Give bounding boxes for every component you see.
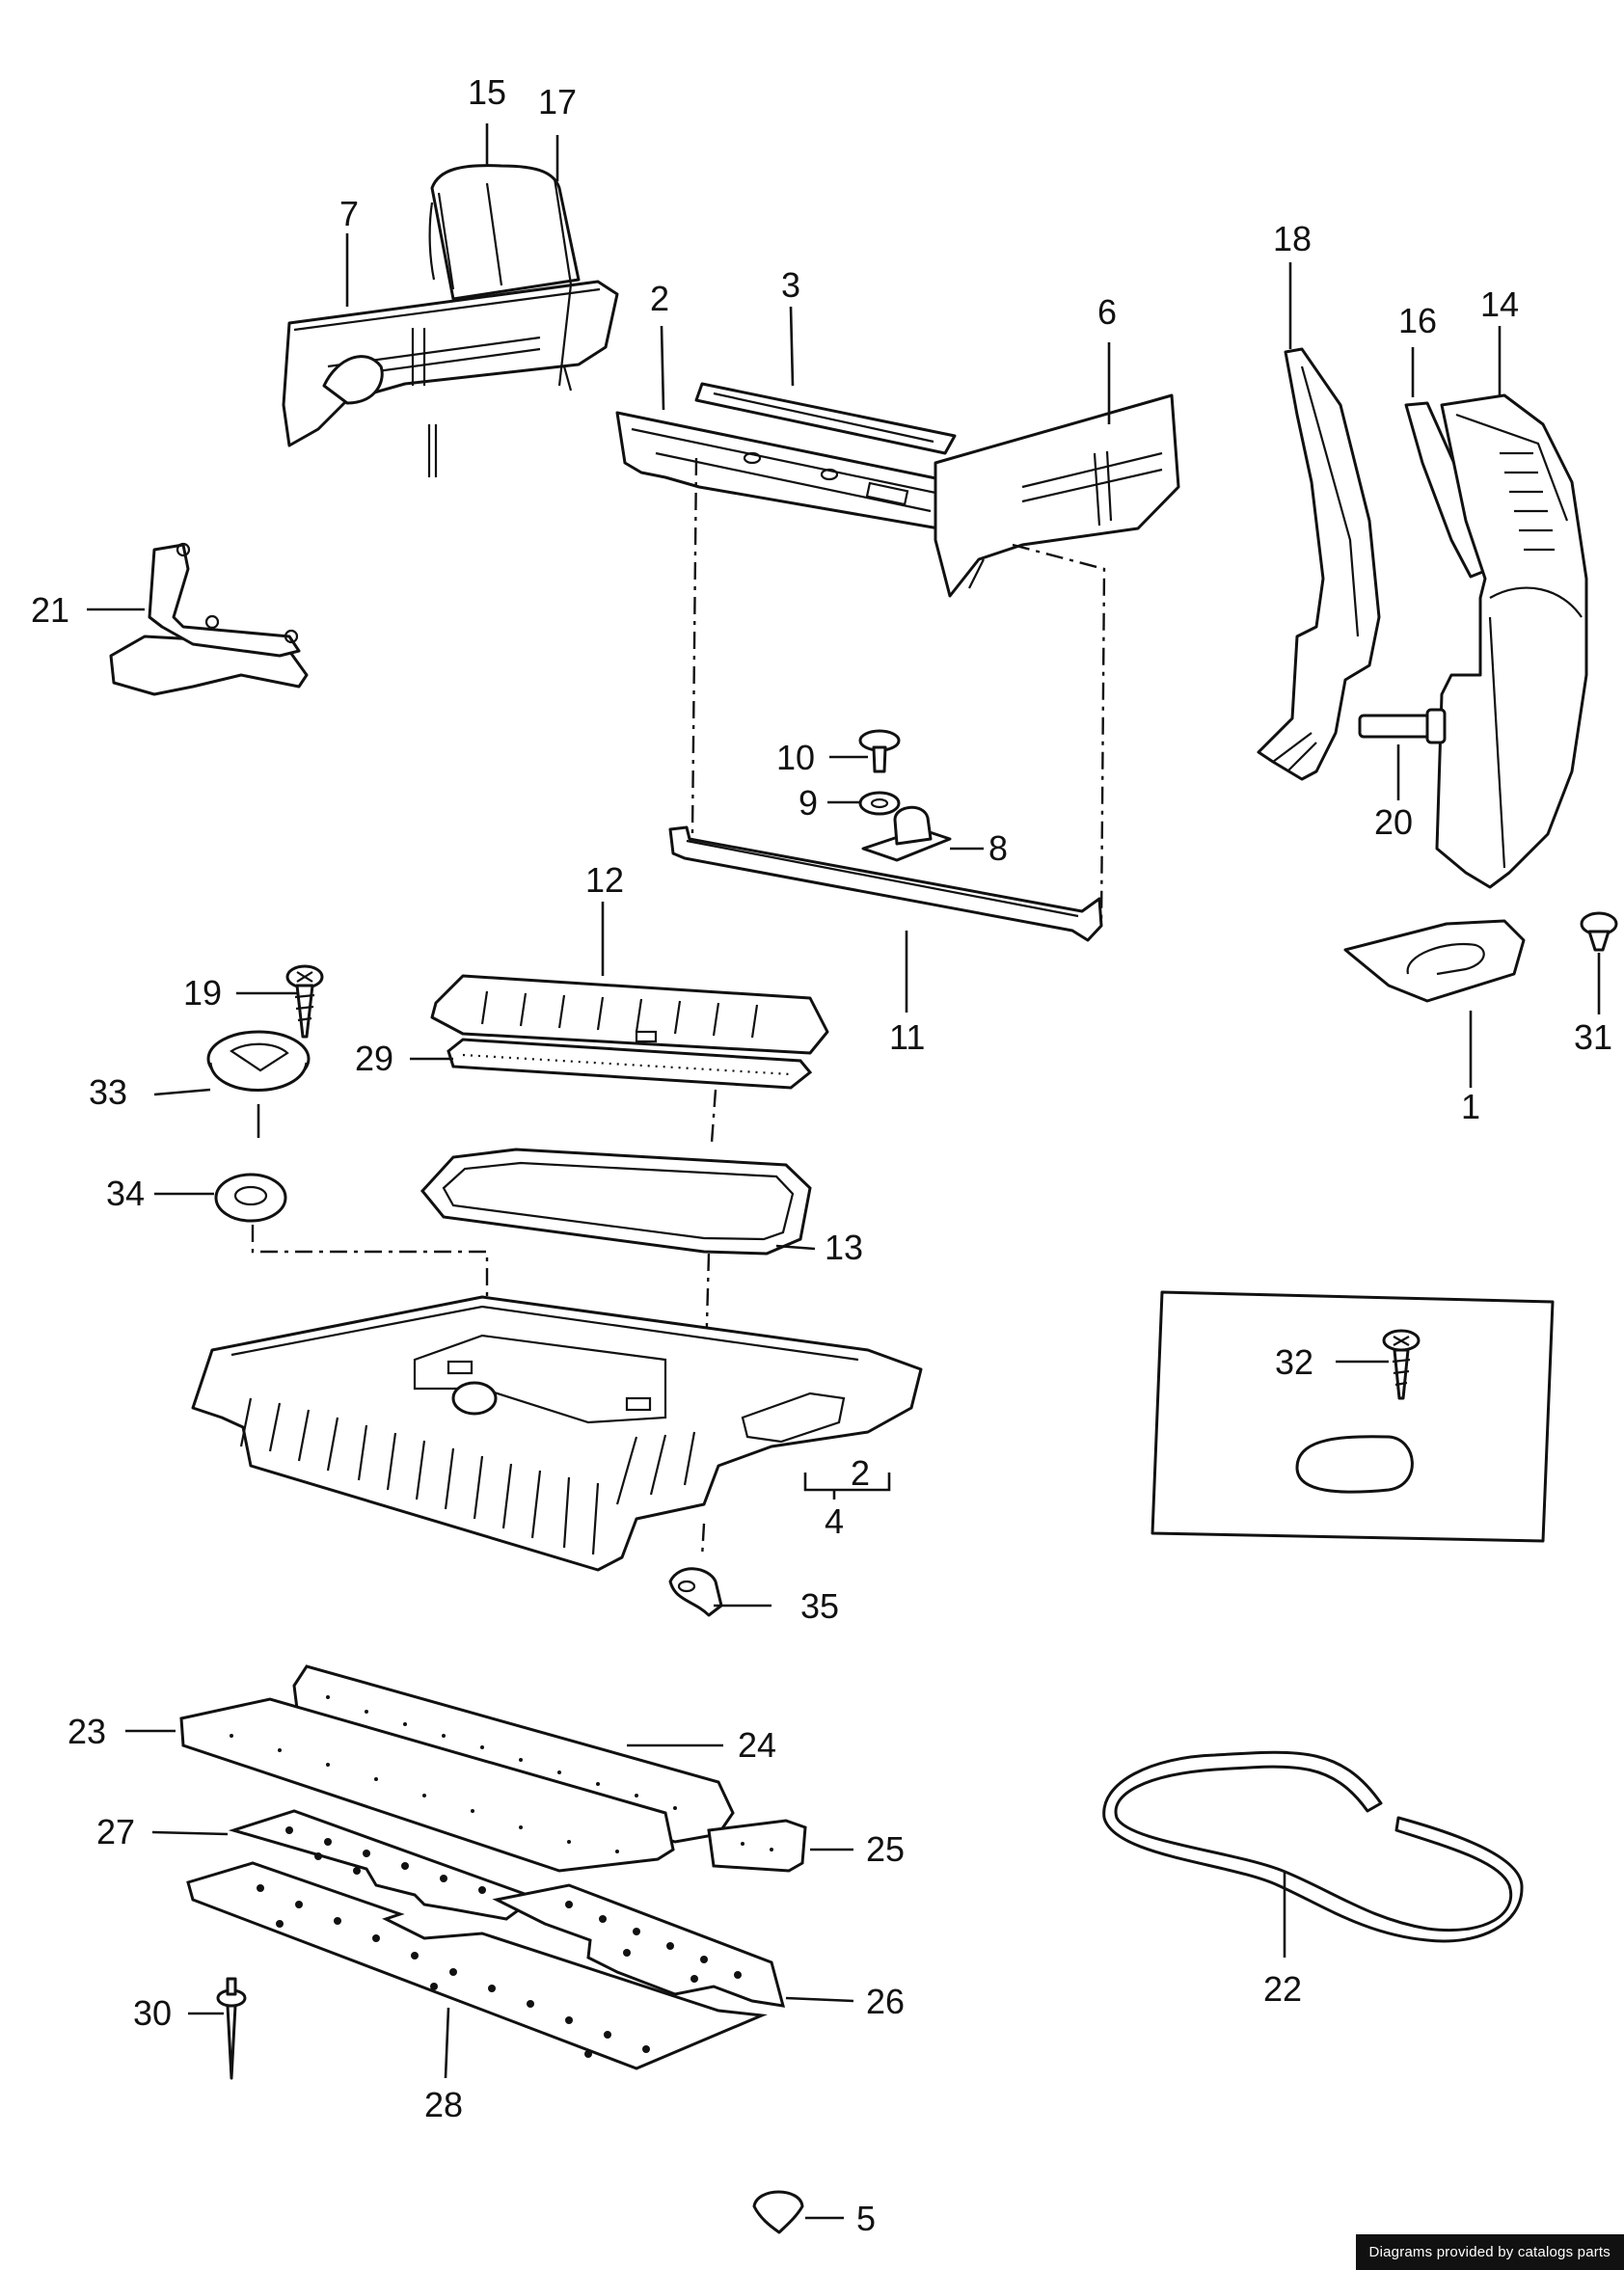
part-11-lower-rail[interactable]: [668, 825, 1103, 942]
part-25-foam-block[interactable]: [707, 1819, 807, 1873]
part-12-cover-plate[interactable]: [430, 974, 829, 1055]
part-14-quarter-panel[interactable]: [1435, 393, 1588, 889]
callout-2: 2: [650, 279, 669, 318]
callout-11: 11: [889, 1017, 925, 1057]
part-27-mat[interactable]: [228, 1809, 539, 1921]
part-3-upper-panel[interactable]: [694, 382, 957, 455]
part-6-side-extension[interactable]: [934, 393, 1180, 598]
part-23-foam-pad[interactable]: [179, 1697, 675, 1873]
part-8-lock-plate[interactable]: [861, 805, 952, 862]
callout-25: 25: [866, 1829, 905, 1869]
callout-33: 33: [89, 1072, 127, 1112]
part-18-pillar[interactable]: [1257, 347, 1381, 781]
part-15-pillar[interactable]: [428, 164, 581, 301]
foam-texture: [230, 1695, 773, 1853]
callout-22: 22: [1263, 1969, 1302, 2009]
part-30-stud[interactable]: [216, 1977, 247, 2080]
part-33-grommet[interactable]: [206, 1030, 311, 1092]
callout-17: 17: [538, 82, 577, 122]
part-28-mat[interactable]: [186, 1861, 768, 2070]
callout-9: 9: [798, 783, 818, 823]
callout-21: 21: [31, 590, 69, 630]
callout-12: 12: [585, 860, 624, 900]
callout-26: 26: [866, 1982, 905, 2021]
callout-18: 18: [1273, 219, 1312, 258]
callout-34: 34: [106, 1174, 145, 1213]
callout-19: 19: [183, 973, 222, 1013]
callout-23: 23: [68, 1712, 106, 1751]
callout-27: 27: [96, 1812, 135, 1851]
callout-2b: 2: [851, 1453, 870, 1493]
part-22-weatherstrip[interactable]: [1102, 1750, 1524, 1943]
part-35-clip[interactable]: [668, 1567, 723, 1617]
assembly-line: [710, 1089, 717, 1144]
assembly-line: [700, 1523, 706, 1558]
callout-24: 24: [738, 1725, 776, 1765]
callout-labels: 7 15 17 2 3 6 18 16 14 21 10 9 8 20 12 1…: [31, 72, 1612, 2238]
callout-29: 29: [355, 1039, 393, 1078]
part-13-gasket[interactable]: [420, 1148, 812, 1256]
callout-10: 10: [776, 738, 815, 777]
callout-4: 4: [825, 1501, 844, 1541]
callout-35: 35: [800, 1586, 839, 1626]
part-31-plug[interactable]: [1580, 911, 1618, 952]
part-20-bolt[interactable]: [1358, 708, 1447, 744]
part-17-pillar-trim[interactable]: [553, 177, 573, 392]
bracket-2-4: [803, 1473, 891, 1500]
part-34-seal-ring[interactable]: [214, 1173, 287, 1223]
callout-16: 16: [1398, 301, 1437, 340]
callout-13: 13: [825, 1228, 863, 1267]
callout-32: 32: [1275, 1342, 1313, 1382]
part-9-washer[interactable]: [858, 791, 901, 816]
part-21-bracket[interactable]: [109, 542, 309, 696]
part-1-bracket[interactable]: [1343, 919, 1526, 1003]
part-4-floor-pan[interactable]: [191, 1295, 923, 1572]
callout-7: 7: [339, 194, 359, 233]
callout-5: 5: [856, 2199, 876, 2238]
assembly-line: [1012, 543, 1106, 927]
callout-15: 15: [468, 72, 506, 112]
part-29-seal[interactable]: [447, 1038, 813, 1090]
part-7-side-panel[interactable]: [282, 280, 619, 477]
callout-8: 8: [988, 828, 1008, 868]
callout-1: 1: [1461, 1087, 1480, 1126]
credit-badge: Diagrams provided by catalogs parts: [1355, 2234, 1624, 2270]
callout-28: 28: [424, 2085, 463, 2124]
callout-31: 31: [1574, 1017, 1612, 1057]
callout-3: 3: [781, 265, 800, 305]
callout-6: 6: [1097, 292, 1117, 332]
part-10-screw[interactable]: [858, 729, 901, 773]
part-32-inset[interactable]: [1150, 1290, 1555, 1543]
assembly-line: [690, 457, 698, 835]
assembly-line: [251, 1225, 489, 1297]
leader-lines: [87, 123, 1601, 2220]
part-19-screw[interactable]: [285, 964, 324, 1039]
part-26-mat[interactable]: [492, 1883, 786, 2008]
callout-20: 20: [1374, 802, 1413, 842]
callout-30: 30: [133, 1993, 172, 2033]
part-5-plug[interactable]: [752, 2190, 804, 2234]
callout-14: 14: [1480, 284, 1519, 324]
